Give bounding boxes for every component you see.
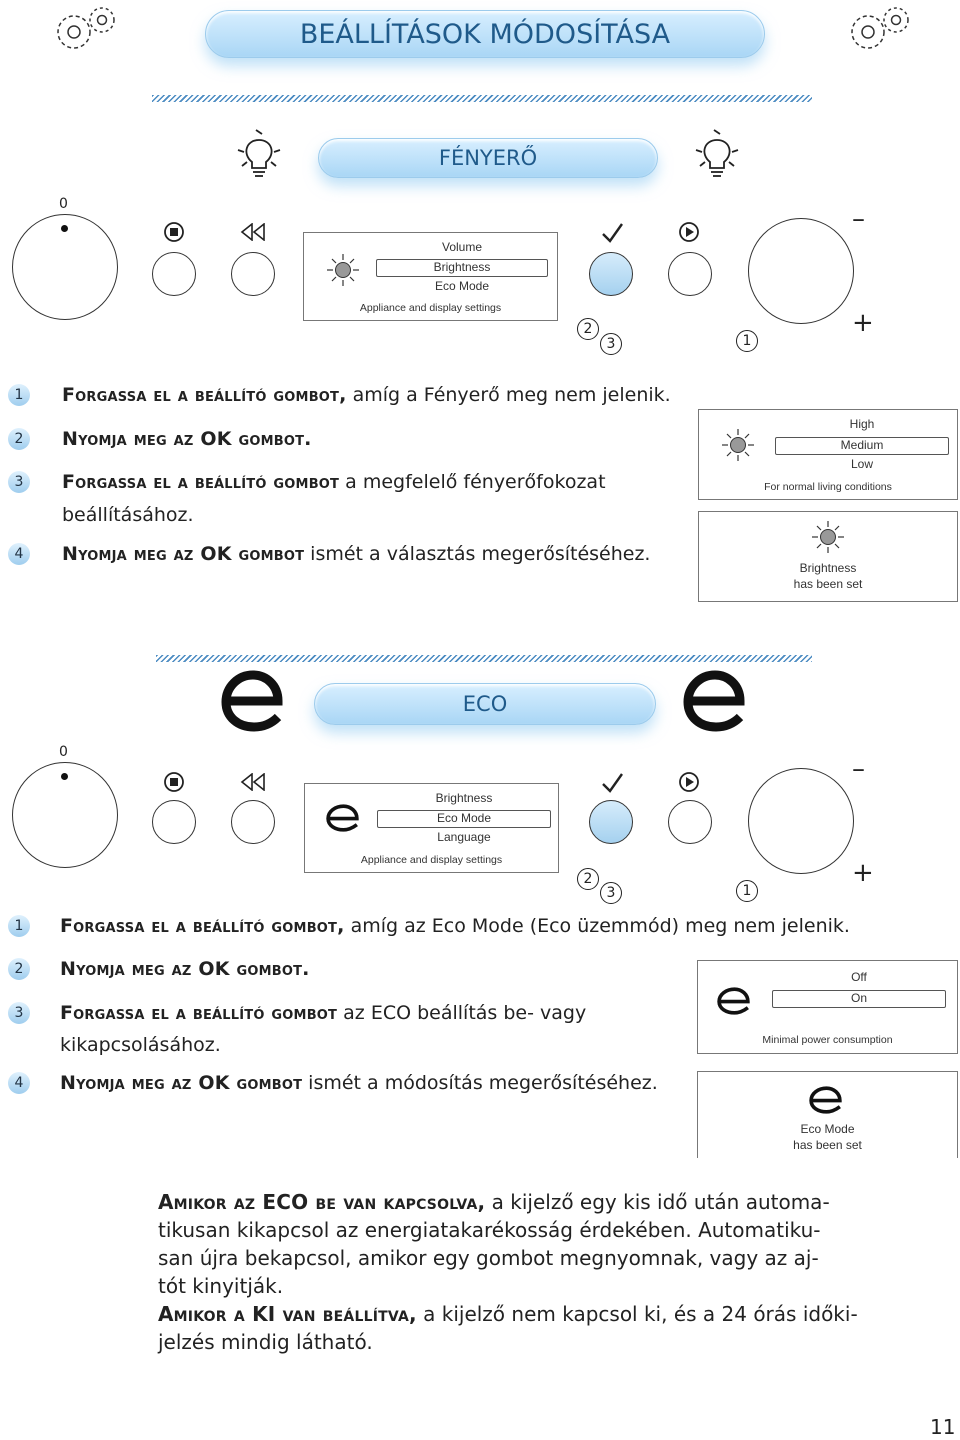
menu-item-selected[interactable]: Medium bbox=[775, 437, 949, 455]
menu-item-selected[interactable]: Brightness bbox=[376, 259, 548, 277]
display-footer: Appliance and display settings bbox=[359, 302, 502, 314]
play-button[interactable] bbox=[668, 252, 712, 296]
marker-2: 2 bbox=[577, 868, 599, 890]
marker-1: 1 bbox=[736, 880, 758, 902]
eco-e-icon-right bbox=[680, 665, 750, 735]
play-icon bbox=[678, 771, 700, 797]
check-icon bbox=[600, 771, 624, 799]
lightbulb-icon-right bbox=[694, 128, 740, 184]
play-button[interactable] bbox=[668, 800, 712, 844]
eco-e-icon bbox=[325, 804, 361, 835]
page-title-text: BEÁLLÍTÁSOK MÓDOSÍTÁSA bbox=[299, 18, 671, 50]
divider-top bbox=[152, 95, 812, 102]
adjust-knob[interactable] bbox=[748, 218, 854, 324]
confirm-line-1: Eco Mode bbox=[800, 1122, 855, 1136]
section-title-brightness: FÉNYERŐ bbox=[318, 138, 658, 178]
ok-button[interactable] bbox=[589, 252, 633, 296]
rewind-button[interactable] bbox=[231, 800, 275, 844]
display-screen-brightness: Volume Brightness Eco Mode Appliance and… bbox=[303, 232, 558, 321]
section-title-eco-text: ECO bbox=[462, 692, 508, 716]
step-text: Nyomja meg az OK gombot. bbox=[62, 428, 312, 450]
section-title-brightness-text: FÉNYERŐ bbox=[438, 146, 538, 170]
step-text-continued: kikapcsolásához. bbox=[60, 1034, 221, 1056]
note-paragraph-1: Amikor az ECO be van kapcsolva, a kijelz… bbox=[158, 1190, 830, 1298]
ok-button[interactable] bbox=[589, 800, 633, 844]
step-text: Forgassa el a beállító gombot, amíg az E… bbox=[60, 915, 850, 937]
setting-dial[interactable] bbox=[12, 762, 118, 868]
marker-1: 1 bbox=[736, 330, 758, 352]
eco-confirm-panel: Eco Mode has been set bbox=[697, 1071, 958, 1158]
step-text: Forgassa el a beállító gombot a megfelel… bbox=[62, 471, 606, 493]
plus-sign: + bbox=[852, 308, 874, 338]
marker-2: 2 bbox=[577, 318, 599, 340]
stop-icon bbox=[163, 771, 185, 797]
display-footer: Appliance and display settings bbox=[360, 854, 503, 866]
gears-icon-right bbox=[842, 4, 918, 54]
step-number: 1 bbox=[8, 915, 30, 937]
confirm-line-2: has been set bbox=[793, 1138, 862, 1152]
brightness-confirm-panel: Brightness has been set bbox=[698, 511, 958, 602]
divider-middle bbox=[156, 655, 812, 662]
eco-option-panel: Off On Minimal power consumption bbox=[697, 960, 958, 1054]
sun-icon bbox=[721, 428, 755, 465]
play-icon bbox=[678, 221, 700, 247]
sun-icon bbox=[811, 520, 845, 557]
step-number: 4 bbox=[8, 1072, 30, 1094]
panel-footer: Minimal power consumption bbox=[762, 1034, 893, 1046]
menu-item[interactable]: Brightness bbox=[435, 791, 493, 805]
step-number: 3 bbox=[8, 471, 30, 493]
step-number: 3 bbox=[8, 1002, 30, 1024]
brightness-level-panel: High Medium Low For normal living condit… bbox=[698, 409, 958, 500]
step-number: 2 bbox=[8, 428, 30, 450]
plus-sign: + bbox=[852, 858, 874, 888]
minus-sign: – bbox=[852, 754, 865, 784]
step-text: Nyomja meg az OK gombot ismét a módosítá… bbox=[60, 1072, 658, 1094]
step-text-continued: beállításához. bbox=[62, 504, 194, 526]
eco-e-icon bbox=[808, 1086, 844, 1117]
step-number: 2 bbox=[8, 958, 30, 980]
menu-item[interactable]: Volume bbox=[441, 240, 483, 254]
marker-3: 3 bbox=[600, 333, 622, 355]
check-icon bbox=[600, 221, 624, 249]
gears-icon-left bbox=[48, 4, 124, 54]
minus-sign: – bbox=[852, 204, 865, 234]
display-screen-eco: Brightness Eco Mode Language Appliance a… bbox=[304, 783, 559, 873]
dial-zero-label: 0 bbox=[59, 196, 68, 212]
section-title-eco: ECO bbox=[314, 683, 656, 725]
stop-icon bbox=[163, 221, 185, 247]
panel-footer: For normal living conditions bbox=[764, 481, 892, 493]
page-number: 11 bbox=[930, 1415, 956, 1439]
sun-icon bbox=[326, 253, 360, 290]
page-title: BEÁLLÍTÁSOK MÓDOSÍTÁSA bbox=[205, 10, 765, 58]
note-paragraph-2: Amikor a KI van beállítva, a kijelző nem… bbox=[158, 1302, 858, 1354]
marker-3: 3 bbox=[600, 882, 622, 904]
rewind-button[interactable] bbox=[231, 252, 275, 296]
menu-item-selected[interactable]: Eco Mode bbox=[377, 810, 551, 828]
stop-button[interactable] bbox=[152, 800, 196, 844]
setting-dial[interactable] bbox=[12, 214, 118, 320]
lightbulb-icon-left bbox=[236, 128, 282, 184]
confirm-line-1: Brightness bbox=[799, 561, 857, 575]
step-text: Nyomja meg az OK gombot ismét a választá… bbox=[62, 543, 651, 565]
menu-item[interactable]: Low bbox=[850, 457, 873, 471]
step-number: 4 bbox=[8, 543, 30, 565]
step-text: Forgassa el a beállító gombot, amíg a Fé… bbox=[62, 384, 671, 406]
menu-item-selected[interactable]: On bbox=[772, 990, 946, 1008]
eco-e-icon-left bbox=[218, 665, 288, 735]
confirm-line-2: has been set bbox=[793, 577, 863, 591]
adjust-knob[interactable] bbox=[748, 768, 854, 874]
rewind-icon bbox=[240, 772, 266, 795]
step-text: Nyomja meg az OK gombot. bbox=[60, 958, 310, 980]
menu-item[interactable]: Off bbox=[851, 970, 867, 984]
menu-item[interactable]: High bbox=[849, 417, 875, 431]
rewind-icon bbox=[240, 222, 266, 245]
stop-button[interactable] bbox=[152, 252, 196, 296]
eco-e-icon bbox=[716, 987, 752, 1018]
menu-item[interactable]: Language bbox=[437, 830, 491, 844]
step-text: Forgassa el a beállító gombot az ECO beá… bbox=[60, 1002, 587, 1024]
dial-zero-label: 0 bbox=[59, 744, 68, 760]
menu-item[interactable]: Eco Mode bbox=[434, 279, 490, 293]
step-number: 1 bbox=[8, 384, 30, 406]
